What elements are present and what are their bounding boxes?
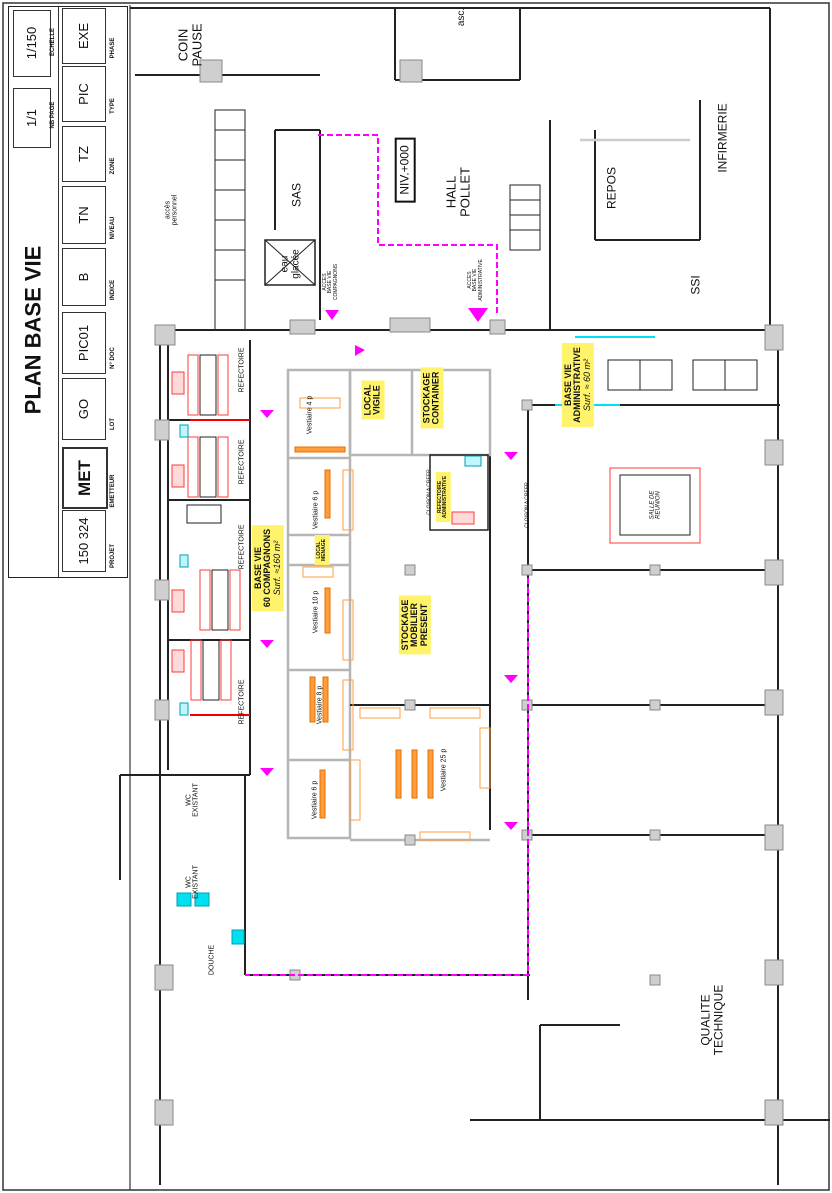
field-value: TZ xyxy=(76,146,92,162)
field-label: PHASE xyxy=(109,37,116,59)
stairs xyxy=(214,109,541,331)
salle-reunion-label: SALLE DE REUNION xyxy=(649,490,662,520)
wc-existant-label-1: WC EXISTANT xyxy=(185,783,200,817)
surface: Surf. ≈160 m² xyxy=(271,540,282,596)
vestiaire-25p-label: Vestiaire 25 p xyxy=(440,748,448,792)
asc-label: asc. xyxy=(455,7,467,27)
field-n-doc-box: PIC01 xyxy=(62,312,106,374)
field-zone-box: TZ xyxy=(62,126,106,182)
room-ssi: SSI xyxy=(688,275,703,295)
field-label: LOT xyxy=(109,418,116,430)
columns xyxy=(154,59,784,1126)
room-hall-pollet: HALL POLLET xyxy=(443,167,472,217)
room-sas: SAS xyxy=(289,182,304,208)
douche-label: DOUCHE xyxy=(208,944,216,976)
access-route xyxy=(245,134,529,976)
room-infirmerie: INFIRMERIE xyxy=(715,103,730,173)
room-refectoire-3: REFECTOIRE xyxy=(238,524,246,570)
vestiaire-8p-label: Vestiaire 8 p xyxy=(316,685,324,725)
refectoire-furniture xyxy=(171,354,758,701)
field-value: EXE xyxy=(76,22,92,50)
acces-personnel-label: accès personnel xyxy=(164,194,179,226)
field-label: EMETTEUR xyxy=(109,474,116,508)
field-value: MET xyxy=(75,460,95,496)
room-refectoire-1: REFECTOIRE xyxy=(238,347,246,393)
cloison-a-creer-label-2: CLOISON A CREER xyxy=(524,482,531,528)
acces-compagnons-label: ACCES BASE VIE COMPAGNONS xyxy=(322,263,339,301)
room-refectoire-4: REFECTOIRE xyxy=(238,679,246,725)
vestiaire-furniture xyxy=(294,446,434,819)
label: COIN PAUSE xyxy=(175,23,204,67)
room-refectoire-2: REFECTOIRE xyxy=(238,439,246,485)
field-value: GO xyxy=(76,398,92,420)
walls xyxy=(119,7,830,1185)
acces-admin-label: ACCES BASE VIE ADMINISTRATIVE xyxy=(467,259,484,301)
stockage-mobilier-label: STOCKAGE MOBILIER PRESENT xyxy=(398,595,432,655)
nb-page-value: 1/1 xyxy=(24,108,40,128)
local-vigile-label: LOCAL VIGILE xyxy=(361,380,385,420)
field-niveau-box: TN xyxy=(62,186,106,244)
nb-page-label: NB PAGE xyxy=(49,101,56,129)
room-qualite-technique: QUALITE TECHNIQUE xyxy=(698,984,725,1056)
field-label: PROJET xyxy=(109,543,116,569)
field-label: TYPE xyxy=(109,98,116,114)
access-arrows xyxy=(260,308,518,830)
title-divider xyxy=(58,6,59,578)
field-value: PIC xyxy=(76,83,92,105)
echelle-label: ECHELLE xyxy=(49,27,56,57)
surface: Surf. ≈ 60 m² xyxy=(581,359,592,411)
cloison-a-creer-label-1: CLOISON A CREER xyxy=(426,469,433,515)
vestiaire-6p-2-label: Vestiaire 6 p xyxy=(311,780,319,820)
field-type-box: PIC xyxy=(62,66,106,122)
room-repos: REPOS xyxy=(604,166,619,210)
field-label: NIVEAU xyxy=(109,216,116,240)
field-value: 150 324 xyxy=(76,517,92,565)
nb-page-box: 1/1 xyxy=(13,88,51,148)
field-projet-box: 150 324 xyxy=(62,510,106,572)
echelle-value: 1/150 xyxy=(24,26,40,60)
room-coin-pause: COIN PAUSE xyxy=(175,23,204,67)
field-lot-box: GO xyxy=(62,378,106,440)
sanitary-fixtures xyxy=(176,424,482,945)
niveau-badge: NIV.+000 xyxy=(394,137,416,203)
vestiaire-4p-label: Vestiaire 4 p xyxy=(306,395,314,435)
field-value: PIC01 xyxy=(76,324,92,362)
field-phase-box: EXE xyxy=(62,8,106,64)
field-indice-box: B xyxy=(62,248,106,306)
field-value: TN xyxy=(76,206,92,224)
field-value: B xyxy=(76,272,92,282)
vestiaire-6p-label: Vestiaire 6 p xyxy=(312,490,320,530)
echelle-box: 1/150 xyxy=(13,10,51,77)
vestiaire-10p-label: Vestiaire 10 p xyxy=(312,590,320,634)
field-label: INDICE xyxy=(109,279,116,301)
drawing-title: PLAN BASE VIE xyxy=(20,245,46,415)
refectoire-admin-label: REFECTOIRE ADMINISTRATIVE xyxy=(435,471,451,523)
stockage-container-label: STOCKAGE CONTAINER xyxy=(420,367,444,429)
label: BASE VIE ADMINISTRATIVE xyxy=(562,347,583,423)
field-label: N° DOC xyxy=(109,347,116,369)
local-menage-label: LOCAL MENAGE xyxy=(314,535,330,565)
field-label: ZONE xyxy=(109,157,116,175)
eau-glacee-label: eau glacée xyxy=(279,249,302,279)
field-emetteur-box: MET xyxy=(62,447,108,509)
label: BASE VIE 60 COMPAGNONS xyxy=(252,528,273,608)
benches xyxy=(299,397,491,841)
wc-existant-label-2: WC EXISTANT xyxy=(185,865,200,899)
